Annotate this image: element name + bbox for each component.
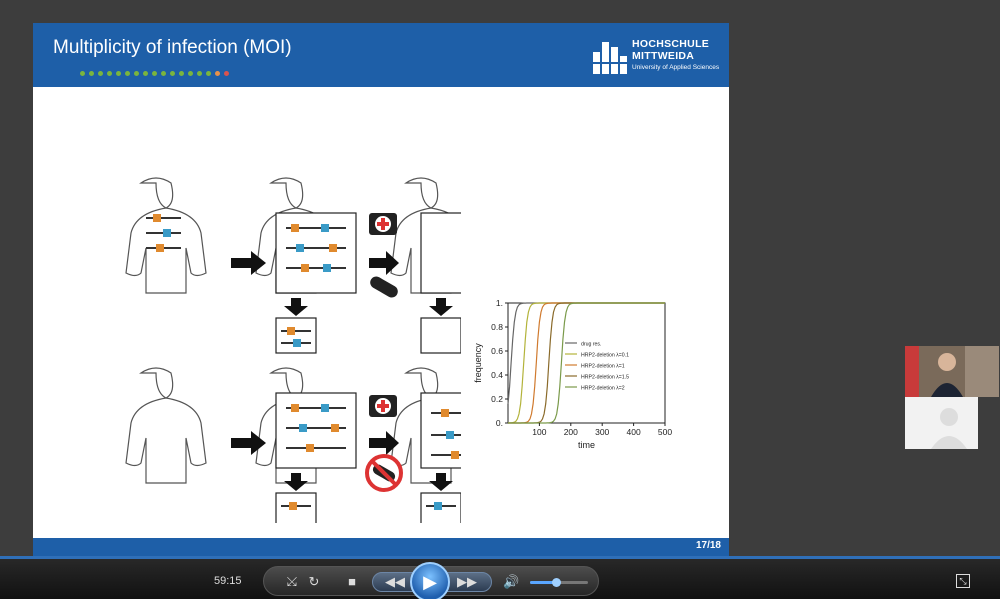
play-button[interactable]: ▶ bbox=[410, 562, 450, 599]
shuffle-icon[interactable]: ⤩ bbox=[286, 574, 298, 589]
progress-dot bbox=[197, 71, 202, 76]
progress-dot bbox=[143, 71, 148, 76]
progress-dot bbox=[89, 71, 94, 76]
frequency-chart: drug res. HRP2-deletion λ=0.1HRP2-deletio… bbox=[473, 298, 672, 450]
medkit-icon bbox=[369, 213, 397, 235]
university-logo: HOCHSCHULE MITTWEIDA University of Appli… bbox=[591, 38, 721, 78]
progress-dot bbox=[179, 71, 184, 76]
repeat-icon[interactable]: ↻ bbox=[308, 574, 320, 589]
moi-diagram bbox=[125, 177, 461, 523]
progress-dot bbox=[224, 71, 229, 76]
progress-dot bbox=[152, 71, 157, 76]
play-icon: ▶ bbox=[423, 572, 437, 592]
progress-dot bbox=[206, 71, 211, 76]
volume-slider[interactable] bbox=[530, 578, 588, 587]
x-tick-label: 200 bbox=[564, 427, 578, 437]
x-tick-label: 100 bbox=[532, 427, 546, 437]
y-tick-label: 0.2 bbox=[491, 394, 503, 404]
slide-title: Multiplicity of infection (MOI) bbox=[53, 37, 292, 58]
time-display: 59:15 bbox=[214, 575, 242, 587]
x-tick-label: 500 bbox=[658, 427, 672, 437]
legend-label: drug res. bbox=[581, 342, 601, 348]
logo-line1: HOCHSCHULE bbox=[632, 38, 710, 50]
legend-label: HRP2-deletion λ=1 bbox=[581, 364, 625, 370]
fullscreen-icon[interactable]: ⤡ bbox=[956, 574, 970, 588]
progress-dot bbox=[98, 71, 103, 76]
x-tick-label: 400 bbox=[627, 427, 641, 437]
page-number: 17/18 bbox=[695, 540, 721, 551]
volume-icon[interactable]: 🔊 bbox=[503, 574, 520, 589]
legend-label: HRP2-deletion λ=0.1 bbox=[581, 353, 629, 359]
progress-dot bbox=[134, 71, 139, 76]
no-drug-icon bbox=[365, 454, 403, 492]
progress-dot bbox=[215, 71, 220, 76]
y-tick-label: 0.4 bbox=[491, 370, 503, 380]
x-axis-label: time bbox=[578, 440, 595, 450]
y-axis-label: frequency bbox=[473, 343, 483, 383]
fast-forward-icon[interactable]: ▶▶ bbox=[457, 574, 477, 589]
human-figure-outline bbox=[125, 367, 207, 484]
legend-label: HRP2-deletion λ=2 bbox=[581, 386, 625, 392]
logo-mark-icon bbox=[593, 42, 627, 74]
logo-line2: MITTWEIDA bbox=[632, 50, 695, 62]
progress-dot bbox=[125, 71, 130, 76]
presenter-webcam[interactable] bbox=[905, 346, 999, 397]
logo-line3: University of Applied Sciences bbox=[632, 64, 720, 71]
medkit-icon bbox=[369, 395, 397, 417]
y-tick-label: 0. bbox=[496, 418, 503, 428]
progress-dot bbox=[116, 71, 121, 76]
progress-dot bbox=[107, 71, 112, 76]
stop-icon[interactable]: ■ bbox=[348, 574, 356, 589]
chart-series-line bbox=[508, 302, 665, 424]
seek-timeline[interactable] bbox=[0, 556, 1000, 559]
x-tick-label: 300 bbox=[595, 427, 609, 437]
y-tick-label: 0.8 bbox=[491, 322, 503, 332]
rewind-icon[interactable]: ◀◀ bbox=[385, 574, 405, 589]
y-tick-label: 0.6 bbox=[491, 346, 503, 356]
progress-dot bbox=[188, 71, 193, 76]
presenter-video-icon bbox=[905, 346, 999, 397]
participant-webcam[interactable] bbox=[905, 397, 978, 449]
presentation-slide: Multiplicity of infection (MOI) HOCHSCHU… bbox=[33, 23, 729, 556]
human-figure-outline bbox=[125, 177, 207, 294]
volume-fill bbox=[530, 581, 557, 584]
slide-header: Multiplicity of infection (MOI) HOCHSCHU… bbox=[33, 23, 729, 87]
slide-footer: 17/18 bbox=[33, 538, 729, 556]
legend-label: HRP2-deletion λ=1.5 bbox=[581, 375, 629, 381]
user-avatar-icon bbox=[931, 408, 967, 449]
slide-progress-dots bbox=[80, 71, 229, 76]
progress-dot bbox=[161, 71, 166, 76]
volume-knob[interactable] bbox=[552, 578, 562, 587]
progress-dot bbox=[170, 71, 175, 76]
y-tick-label: 1. bbox=[496, 298, 503, 308]
progress-dot bbox=[80, 71, 85, 76]
pill-icon bbox=[370, 276, 398, 298]
